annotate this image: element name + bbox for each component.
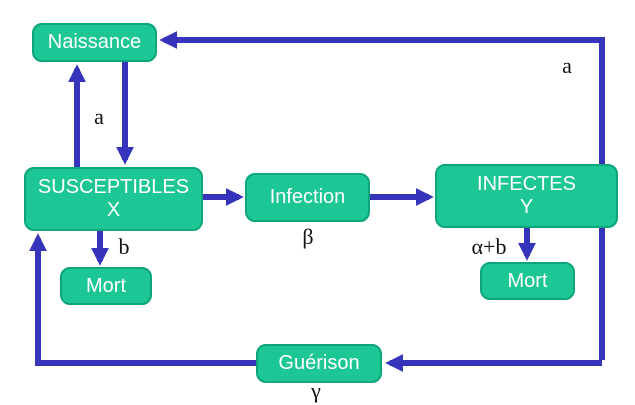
arrow-infectes-to-naissance [159,31,605,360]
node-susceptibles-line1: SUSCEPTIBLES [37,176,190,198]
edge-label-gamma: γ [311,378,321,403]
node-naissance-label: Naissance [47,31,142,53]
node-infectes-line1: INFECTES [477,173,576,195]
node-infectes-line2: Y [519,196,534,218]
node-naissance: Naissance [32,23,157,62]
node-mort-left-label: Mort [86,274,126,297]
edge-label-a-between: a [94,104,104,129]
node-infectes: INFECTES Y [435,164,618,228]
edge-label-alpha-plus-b: α+b [471,234,507,259]
edge-label-beta: β [302,224,314,249]
node-mort-infectes: Mort [480,262,575,300]
node-guerison-label: Guérison [278,352,360,374]
node-infection-label: Infection [269,186,346,208]
node-susceptibles: SUSCEPTIBLES X [24,167,203,231]
node-mort-susceptibles: Mort [60,267,152,305]
arrow-guerison-to-susceptibles [29,233,256,366]
edge-label-a-feedback: a [562,53,572,78]
node-susceptibles-line2: X [106,199,121,221]
node-infection: Infection [245,173,370,222]
node-mort-right-label: Mort [507,269,548,292]
node-guerison: Guérison [256,344,382,383]
edge-label-b: b [118,234,130,259]
